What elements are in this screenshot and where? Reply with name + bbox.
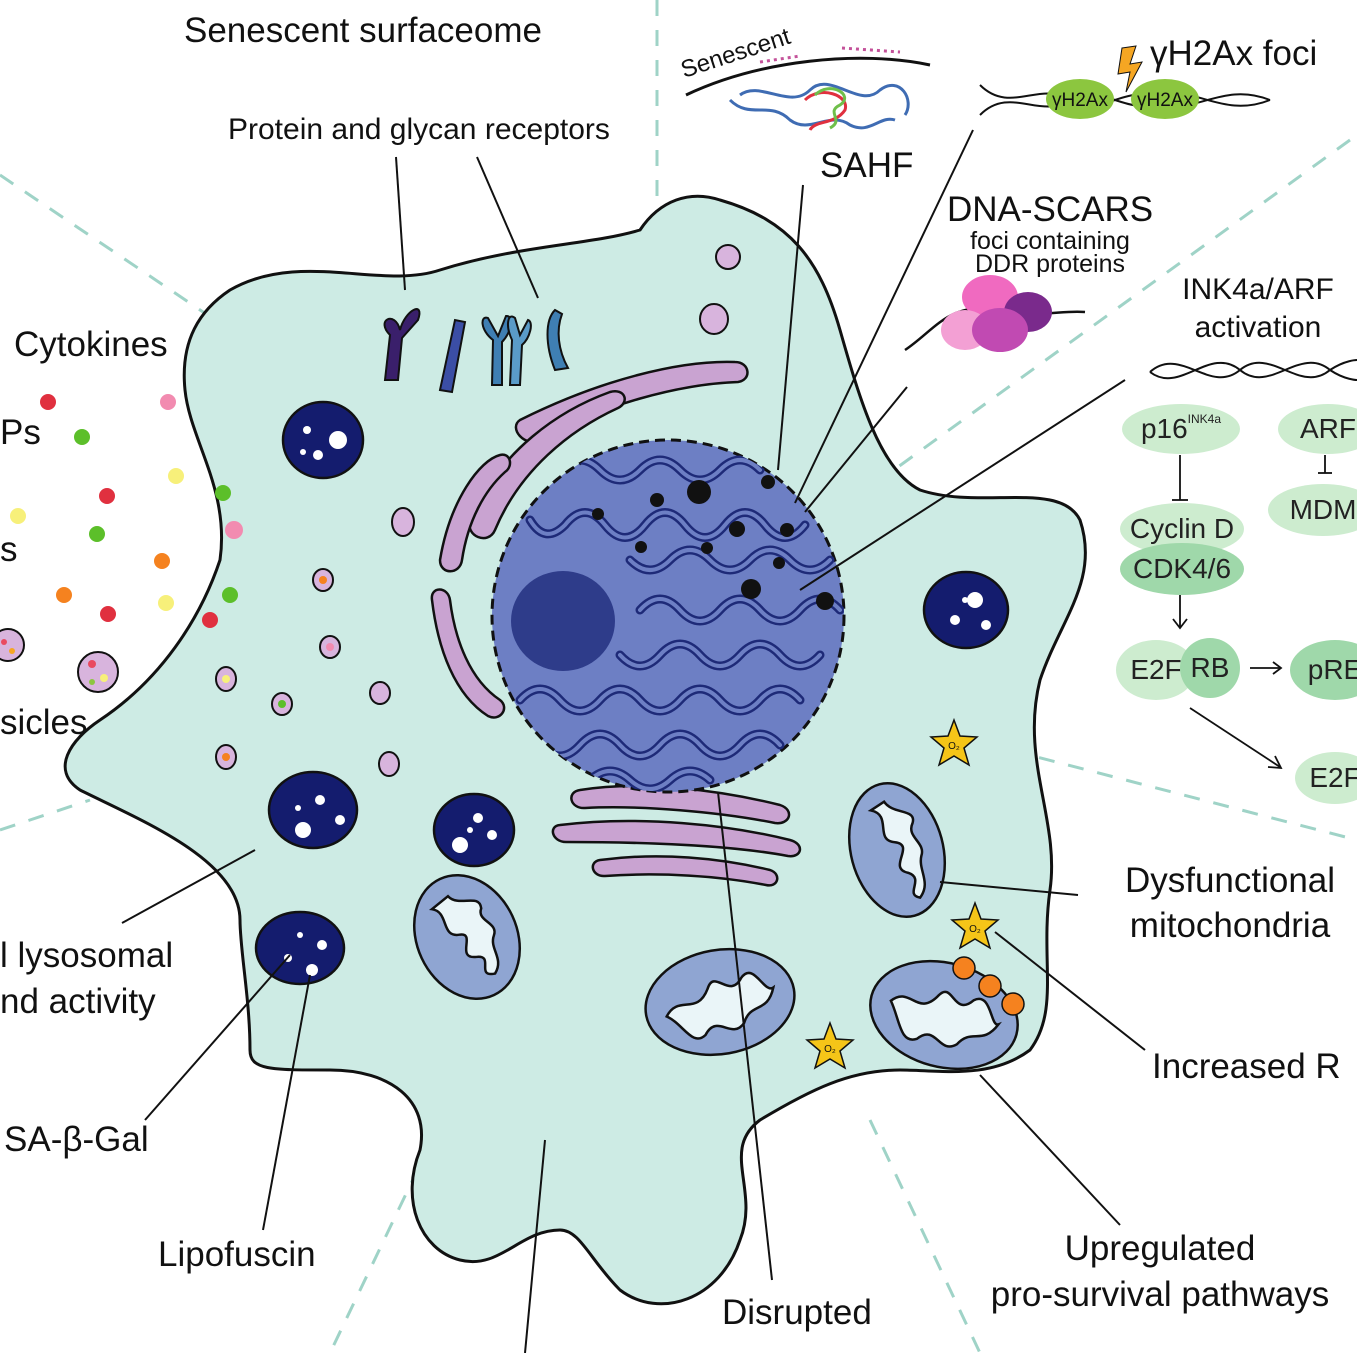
- cytokines-label: Cytokines: [14, 325, 168, 364]
- sahf-foci: [592, 475, 834, 610]
- protein-receptor-icon: [507, 315, 532, 386]
- o2-label: O₂: [824, 1044, 836, 1055]
- lipofuscin-label: Lipofuscin: [158, 1235, 316, 1274]
- protein-receptor-icon: [481, 315, 512, 386]
- surfaceome-label: Senescent surfaceome: [184, 11, 542, 50]
- nucleus: [490, 438, 846, 794]
- golgi-apparatus: [430, 360, 802, 887]
- o2-label: O₂: [948, 741, 960, 752]
- prb-text: pRE: [1307, 654, 1357, 685]
- h2ax-tag: γH2Ax: [1052, 90, 1108, 111]
- h2ax-tag: γH2Ax: [1137, 90, 1193, 111]
- e2f-text: E2F: [1130, 654, 1182, 685]
- cyclin-d-text: Cyclin D: [1129, 513, 1235, 544]
- ddr-foci-inset: [904, 275, 1086, 352]
- protein-receptor-icon: [546, 308, 570, 372]
- sahf-label: SAHF: [820, 146, 914, 185]
- h2ax-inset: γH2Ax γH2Ax: [979, 45, 1271, 119]
- o2-labels: O₂ O₂ O₂: [824, 741, 981, 1055]
- pointer-lines: [121, 129, 1146, 1354]
- cytokine-dots: [10, 394, 243, 628]
- p16-text: p16: [1140, 413, 1188, 444]
- lysosomes: [254, 400, 1010, 986]
- arf-text: ARF: [1300, 413, 1356, 444]
- protein-receptor-icon: [438, 318, 467, 394]
- lysosomal-label-1: l lysosomal: [0, 936, 174, 975]
- ink4a-label-1: INK4a/ARF: [1182, 273, 1334, 306]
- vesicles-label: sicles: [0, 703, 88, 742]
- e2f-free-text: E2F: [1309, 762, 1357, 793]
- pathway-arrows: [1172, 455, 1332, 770]
- cdk46-node: CDK4/6: [1120, 543, 1244, 595]
- sasp-fragment-s: s: [0, 530, 18, 569]
- o2-star-icon: [805, 1020, 855, 1070]
- mitochondria: [412, 781, 1019, 1071]
- mito-label-2: mitochondria: [1129, 906, 1331, 945]
- lysosomal-label-2: nd activity: [0, 982, 156, 1021]
- mdm-text: MDM: [1289, 494, 1357, 525]
- ros-stars: [805, 717, 1000, 1070]
- h2ax-foci-label: γH2Ax foci: [1150, 34, 1318, 73]
- foci-label-2: DDR proteins: [974, 250, 1126, 278]
- disrupted-label: Disrupted: [722, 1293, 872, 1332]
- ink4a-dna: [1149, 359, 1357, 381]
- receptors-label: Protein and glycan receptors: [228, 113, 610, 146]
- rb-node: RB: [1180, 638, 1240, 698]
- nucleolus: [511, 571, 615, 671]
- sa-beta-gal-label: SA-β-Gal: [4, 1120, 149, 1159]
- rb-text: RB: [1190, 652, 1230, 683]
- mito-label-1: Dysfunctional: [1124, 861, 1336, 900]
- o2-star-icon: [950, 900, 1000, 950]
- survival-label-1: Upregulated: [1064, 1229, 1256, 1268]
- p16-superscript: INK4a: [1187, 412, 1222, 426]
- o2-label: O₂: [969, 924, 981, 935]
- o2-star-icon: [929, 717, 979, 767]
- e2f-free-node: E2F: [1295, 752, 1357, 804]
- extracellular-vesicles: [0, 628, 119, 693]
- pro-survival-proteins: [952, 956, 1025, 1016]
- ros-label: Increased R: [1152, 1047, 1341, 1086]
- cdk46-text: CDK4/6: [1132, 553, 1232, 584]
- lightning-icon: [1117, 45, 1143, 93]
- glycan-receptor-icon: [383, 308, 421, 381]
- mdm-node: MDM: [1268, 484, 1357, 536]
- foci-label-1: foci containing: [970, 227, 1130, 255]
- ink4a-label-2: activation: [1194, 311, 1322, 344]
- survival-label-2: pro-survival pathways: [990, 1275, 1330, 1314]
- prb-node: pRE: [1290, 640, 1357, 700]
- sahf-inset: Senescent: [678, 23, 931, 131]
- arf-node: ARF: [1278, 404, 1357, 454]
- surface-receptors: [383, 308, 570, 394]
- small-vesicles: [215, 244, 741, 777]
- sasp-fragment-ps: Ps: [0, 413, 41, 452]
- dna-scars-label: DNA-SCARS: [947, 190, 1154, 229]
